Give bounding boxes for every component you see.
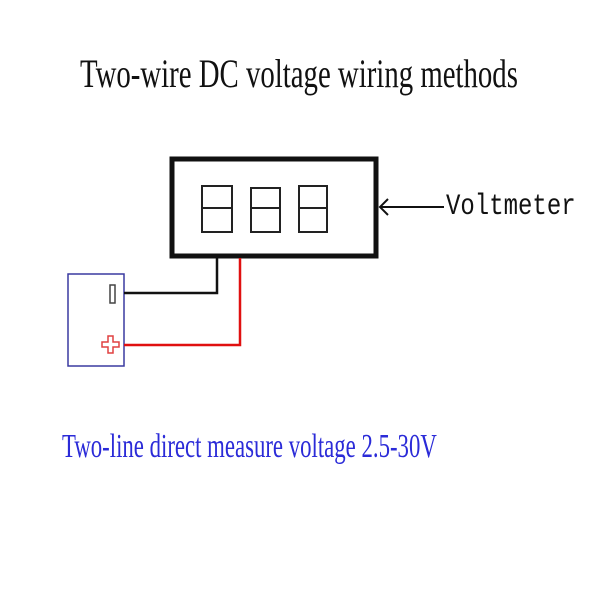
battery [67,273,125,367]
diagram-title: Two-wire DC voltage wiring methods [80,51,518,96]
digit-1 [201,185,233,233]
seven-segment-digits [201,185,328,233]
digit-3 [298,185,328,233]
digit-2 [250,187,281,233]
caption: Two-line direct measure voltage 2.5-30V [62,428,437,465]
negative-wire [124,257,219,295]
plus-terminal-icon [101,335,120,354]
arrow-icon [378,198,444,216]
voltmeter-box [169,156,379,259]
voltmeter-label: Voltmeter [446,190,576,224]
positive-wire [124,258,242,347]
minus-terminal-icon [109,284,116,304]
